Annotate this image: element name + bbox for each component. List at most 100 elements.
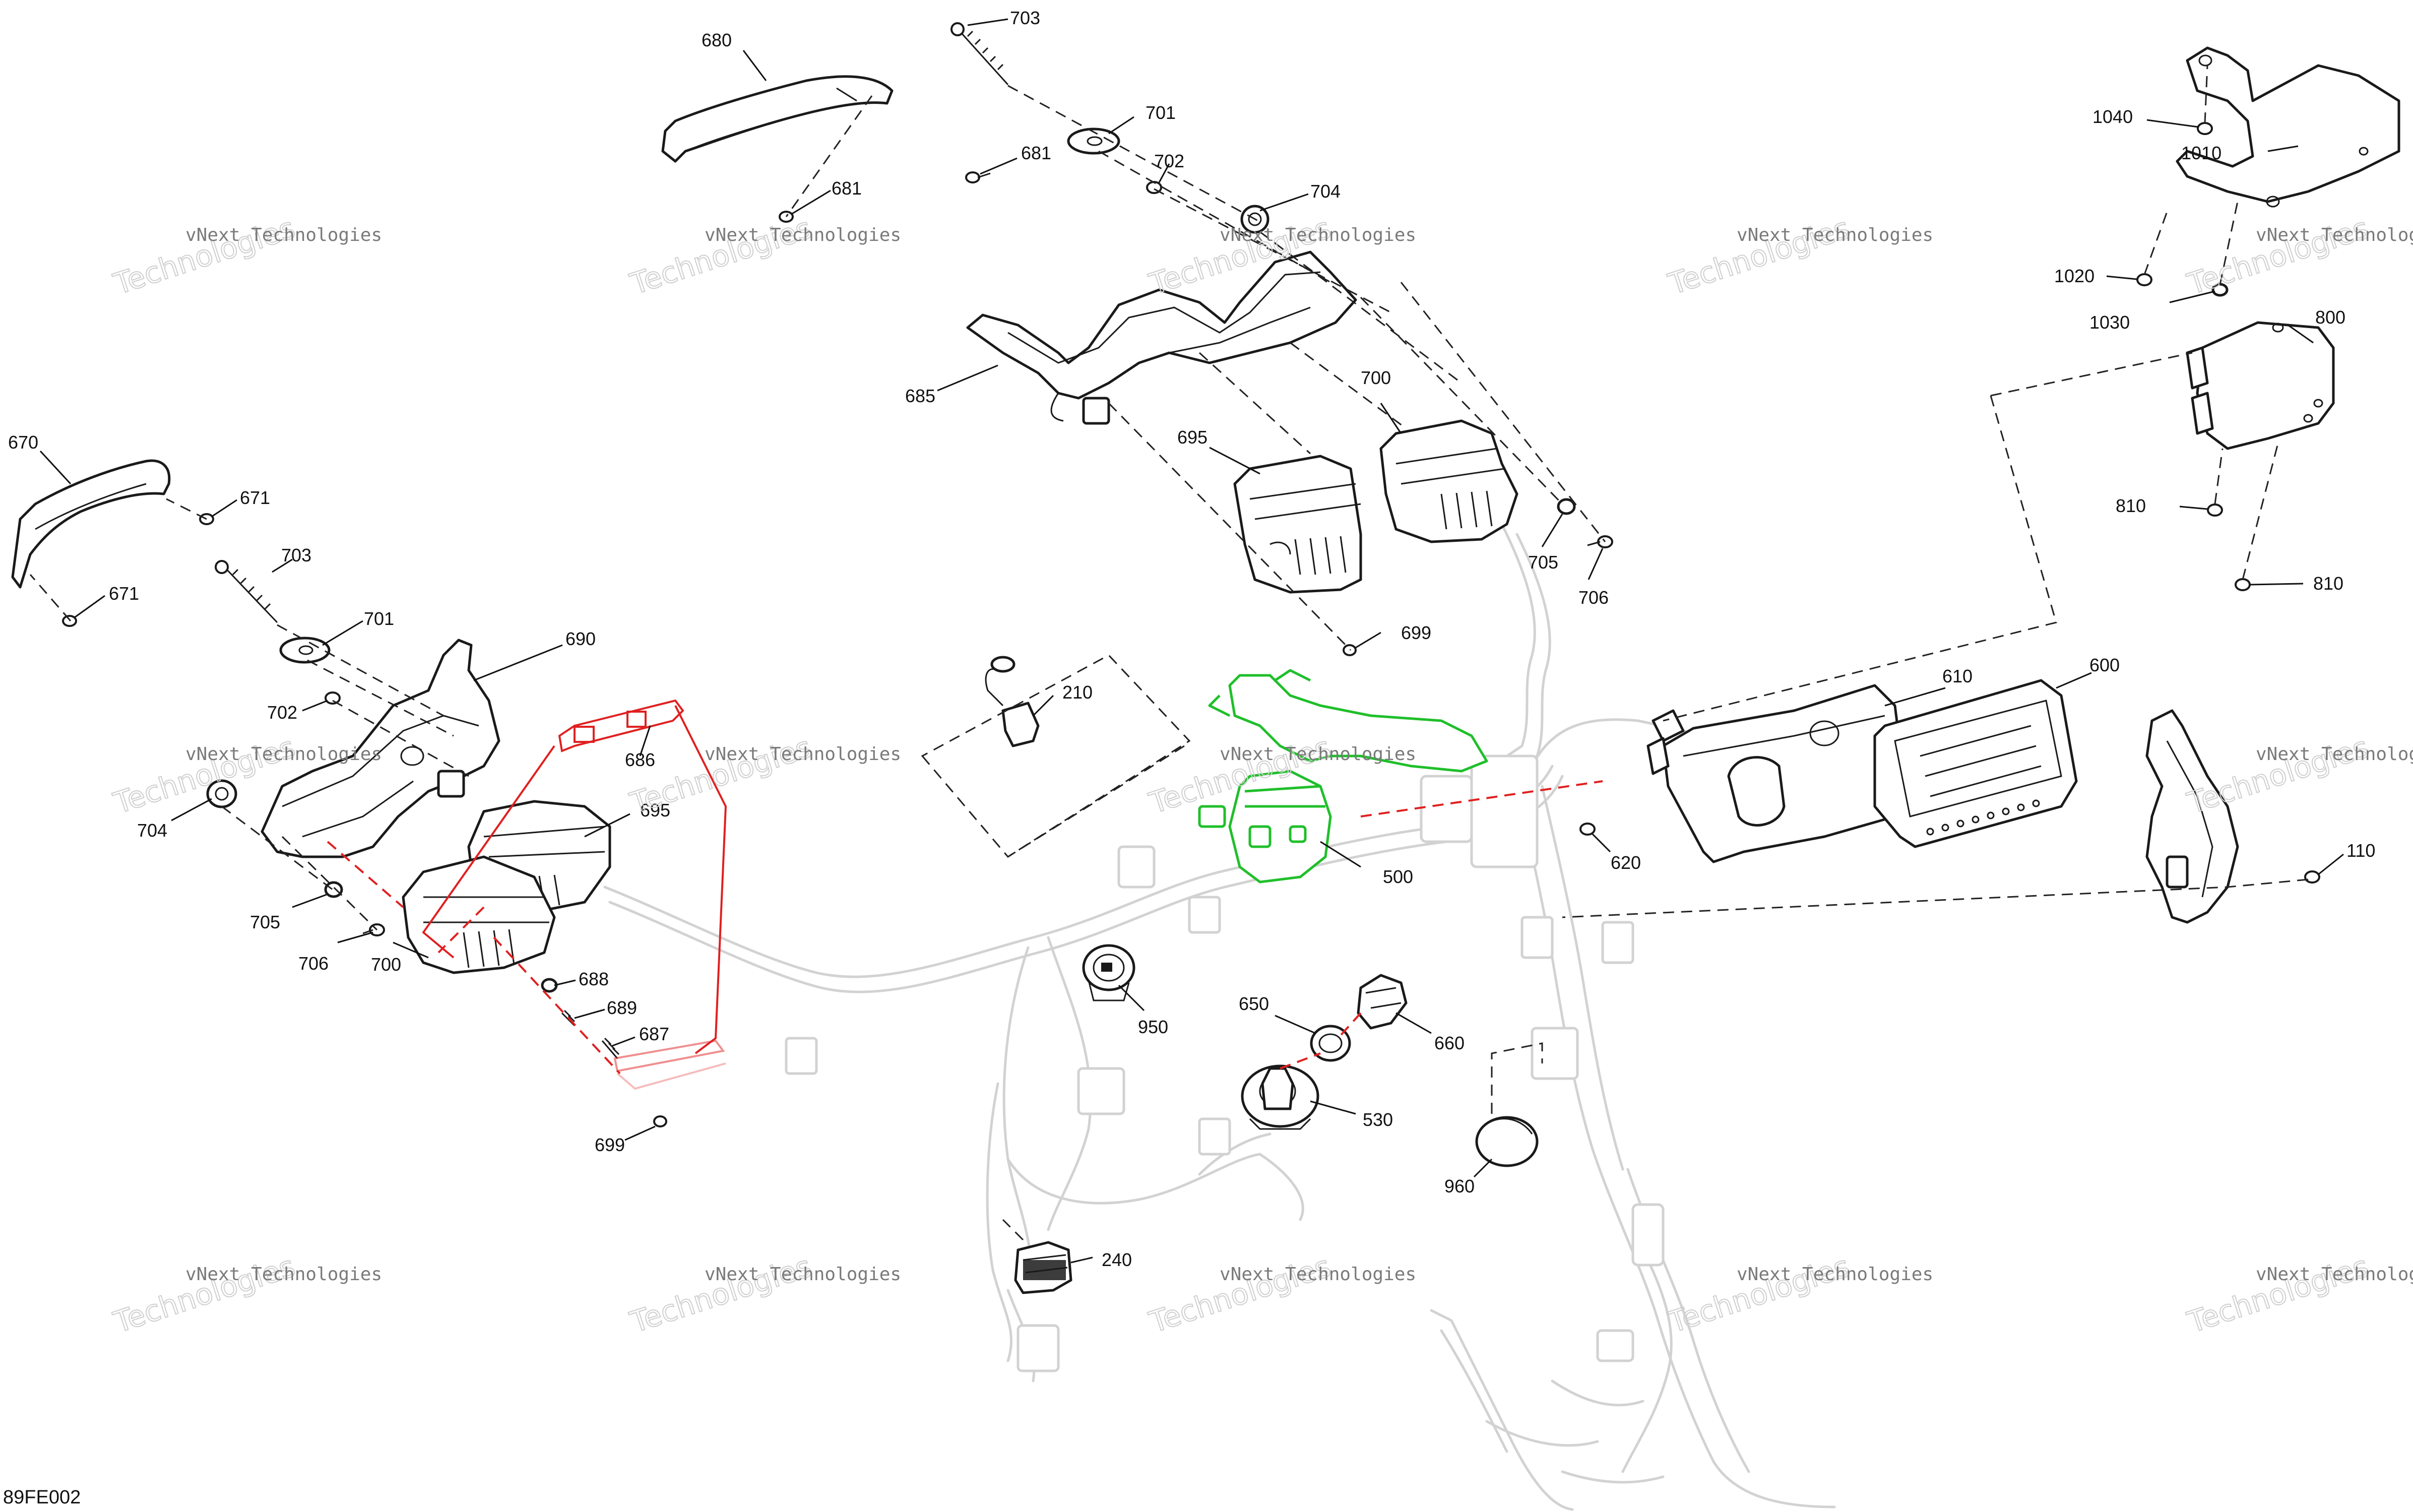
callout-686: 686 [625, 749, 655, 770]
svg-text:vNext Technologies: vNext Technologies [2256, 225, 2413, 245]
bracket-670 [11, 459, 171, 589]
washer-688 [541, 978, 558, 993]
bolt-703-left [215, 560, 278, 623]
screw-706-top [1587, 535, 1613, 548]
svg-text:vNext Technologies: vNext Technologies [1220, 744, 1416, 765]
callout-685: 685 [905, 386, 935, 406]
headlight-700-left [402, 855, 556, 974]
callout-704: 704 [137, 820, 167, 841]
callout-681: 681 [832, 178, 862, 199]
callout-500: 500 [1383, 866, 1413, 887]
socket-950 [1082, 944, 1135, 1001]
svg-text:Technologies: Technologies [1664, 1249, 1854, 1340]
svg-text:vNext Technologies: vNext Technologies [1737, 1264, 1933, 1285]
svg-text:Technologies: Technologies [109, 730, 299, 821]
callout-810: 810 [2313, 573, 2343, 594]
leader-lines [39, 18, 2344, 1264]
callout-800: 800 [2315, 307, 2345, 328]
callout-699: 699 [595, 1135, 625, 1155]
callout-706: 706 [298, 953, 329, 974]
svg-text:Technologies: Technologies [1664, 211, 1854, 301]
callout-690: 690 [565, 628, 596, 649]
callout-701: 701 [364, 608, 394, 629]
callout-1040: 1040 [2092, 106, 2133, 127]
dashed-assembly-lines [29, 65, 2309, 1241]
highlight-adjuster-686 [327, 699, 727, 1090]
grommet-701-left [279, 637, 331, 664]
washer-705-top [1557, 498, 1576, 515]
screw-1020 [2136, 273, 2152, 286]
callout-950: 950 [1138, 1017, 1168, 1037]
bracket-680 [661, 75, 894, 163]
svg-text:vNext Technologies: vNext Technologies [2256, 744, 2413, 765]
screw-699-left [653, 1115, 667, 1127]
svg-text:Technologies: Technologies [2183, 730, 2373, 821]
callout-620: 620 [1611, 852, 1641, 873]
callout-703: 703 [281, 545, 311, 565]
callout-699: 699 [1401, 622, 1431, 643]
bracket-1010 [2176, 46, 2400, 208]
svg-text:vNext Technologies: vNext Technologies [1220, 225, 1416, 245]
screw-110 [2304, 870, 2320, 884]
callout-689: 689 [607, 997, 637, 1018]
module-240 [1014, 1241, 1072, 1294]
svg-text:vNext Technologies: vNext Technologies [2256, 1264, 2413, 1285]
callout-702: 702 [267, 702, 297, 723]
svg-text:vNext Technologies: vNext Technologies [705, 225, 901, 245]
callout-671: 671 [240, 487, 270, 508]
callout-703: 703 [1010, 8, 1040, 28]
callout-240: 240 [1102, 1249, 1132, 1270]
callout-705: 705 [1528, 552, 1558, 573]
switch-530 [1241, 1052, 1321, 1130]
svg-text:vNext Technologies: vNext Technologies [185, 744, 382, 765]
screw-681-top [965, 171, 991, 183]
svg-text:Technologies: Technologies [2183, 1249, 2373, 1340]
figure-code: 89FE002 [3, 1487, 81, 1508]
housing-610 [1646, 684, 1907, 863]
screw-1040 [2197, 122, 2213, 135]
bolt-703-top [950, 22, 1009, 86]
callout-700: 700 [1361, 367, 1391, 388]
nut-650 [1310, 1025, 1351, 1062]
callout-110: 110 [2346, 840, 2375, 861]
svg-text:Technologies: Technologies [1145, 1249, 1335, 1340]
spring-687 [601, 1037, 620, 1059]
grommet-701-top [1067, 128, 1120, 155]
callout-530: 530 [1363, 1109, 1393, 1130]
callout-687: 687 [639, 1024, 669, 1044]
callout-600: 600 [2089, 655, 2120, 675]
callout-670: 670 [8, 432, 38, 453]
svg-text:vNext Technologies: vNext Technologies [185, 225, 382, 245]
callout-1010: 1010 [2181, 143, 2221, 163]
screw-810-a [2207, 503, 2223, 517]
callout-706: 706 [1578, 587, 1609, 608]
callout-810: 810 [2116, 495, 2146, 516]
nut-702-left [325, 691, 341, 705]
nut-704-left [206, 779, 237, 808]
callout-labels: 680 703 701 681 702 681 704 685 700 695 … [8, 8, 2375, 1270]
display-600 [1873, 679, 2078, 848]
callout-610: 610 [1942, 666, 1973, 686]
headlight-700-top [1379, 419, 1518, 543]
svg-text:vNext Technologies: vNext Technologies [1220, 1264, 1416, 1285]
headlight-695-top [1233, 455, 1362, 594]
screw-620 [1579, 823, 1596, 836]
connector-210 [985, 656, 1040, 747]
callout-681: 681 [1021, 143, 1051, 163]
callout-705: 705 [250, 912, 280, 932]
callout-704: 704 [1310, 181, 1341, 202]
svg-text:Technologies: Technologies [109, 211, 299, 301]
washer-705-left [324, 881, 343, 898]
svg-text:Technologies: Technologies [2183, 211, 2373, 301]
bracket-right [2145, 709, 2239, 924]
svg-text:Technologies: Technologies [626, 730, 815, 821]
callout-1020: 1020 [2054, 266, 2094, 286]
switch-660 [1337, 974, 1408, 1039]
callout-960: 960 [1444, 1176, 1475, 1196]
callout-680: 680 [702, 30, 732, 50]
callout-650: 650 [1239, 993, 1269, 1014]
callout-702: 702 [1154, 151, 1184, 171]
callout-210: 210 [1062, 682, 1093, 703]
svg-text:vNext Technologies: vNext Technologies [705, 1264, 901, 1285]
